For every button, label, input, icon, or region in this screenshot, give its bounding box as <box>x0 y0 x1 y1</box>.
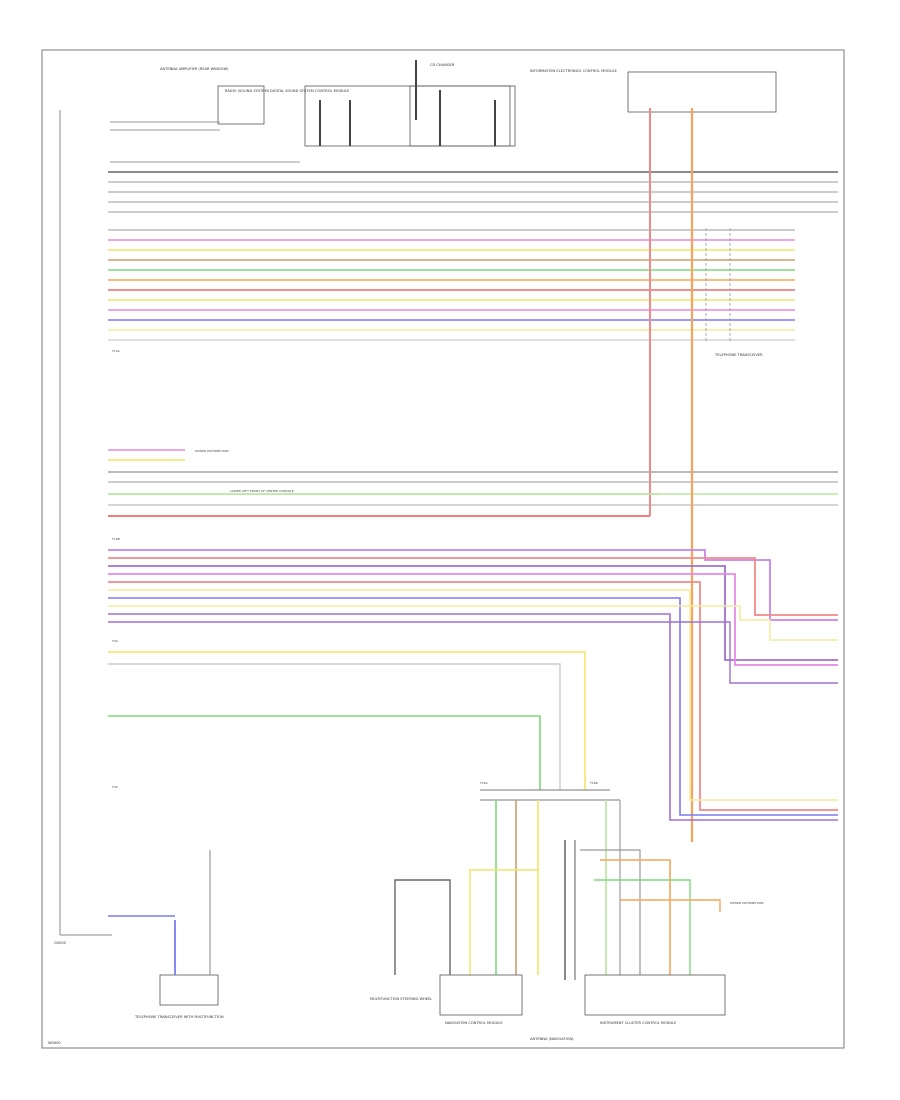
bottom-component-label: TELEPHONE TRANSCEIVER WITH MULTIFUNCTION <box>134 1015 224 1019</box>
splice-label: POWER DISTRIBUTION <box>195 449 229 453</box>
lower-wire-group <box>108 549 838 821</box>
top-component-group <box>217 71 777 147</box>
connector-label: T16B <box>589 781 598 785</box>
connector-label: T32 <box>111 785 118 789</box>
top-short-wires <box>110 60 496 163</box>
connector-label: T20 <box>111 639 118 643</box>
bottom-component-label: MULTIFUNCTION STEERING WHEEL <box>370 997 432 1001</box>
component-box-info <box>627 71 777 113</box>
top-component-label: DIGITAL SOUND SYSTEM CONTROL MODULE <box>270 89 350 93</box>
splice-label: POWER DISTRIBUTION <box>730 901 764 905</box>
splice-label: LOWER LEFT FRONT OF CENTER CONSOLE <box>230 489 294 493</box>
grey-bus-lines <box>108 171 838 213</box>
bottom-components <box>108 850 726 1016</box>
component-box-telephone <box>159 974 219 1006</box>
component-box-navigation <box>439 974 523 1016</box>
top-component-label: RADIO (SOUND SYSTEM) <box>225 89 270 93</box>
connector-label: T10B <box>111 537 120 541</box>
ground-label: G0000 <box>54 941 67 945</box>
connector-label: T10A <box>111 349 121 353</box>
right-component-label: TELEPHONE TRANSCEIVER <box>714 353 763 357</box>
component-box-radio <box>217 85 265 125</box>
bottom-component-label: INSTRUMENT CLUSTER CONTROL MODULE <box>600 1021 677 1025</box>
component-box-cluster <box>584 974 726 1016</box>
top-component-label: ANTENNA AMPLIFIER (REAR WINDOW) <box>160 67 229 71</box>
component-box-cd <box>409 85 511 147</box>
top-component-label: INFORMATION ELECTRONICS CONTROL MODULE <box>530 69 618 73</box>
middle-wire-group <box>108 108 838 517</box>
center-connectors <box>469 789 721 980</box>
bottom-component-label: ANTENNA (NAVIGATION) <box>530 1037 574 1041</box>
bottom-component-label: NAVIGATION CONTROL MODULE <box>445 1021 503 1025</box>
connector-label: T16A <box>479 781 489 785</box>
colored-wire-block <box>108 228 795 342</box>
ref-code: W0000 <box>48 1041 61 1045</box>
top-component-label: CD CHANGER <box>430 63 455 67</box>
diagram-frame <box>41 49 845 1049</box>
